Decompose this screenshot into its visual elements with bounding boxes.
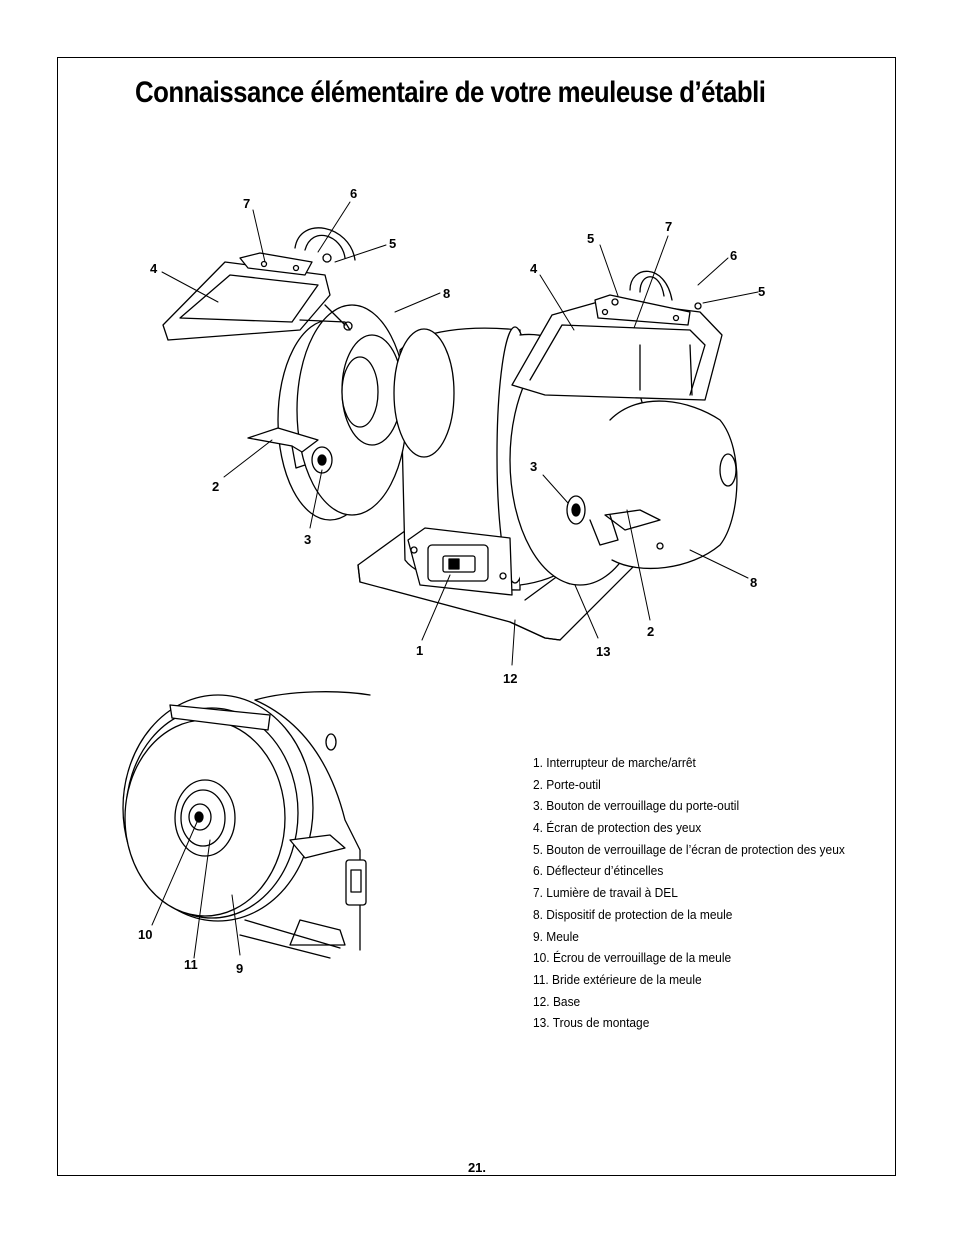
legend-item: 13. Trous de montage bbox=[533, 1015, 650, 1031]
callout-label: 7 bbox=[665, 219, 672, 234]
detail-leader-lines bbox=[151, 821, 241, 959]
legend-item: 7. Lumière de travail à DEL bbox=[533, 885, 678, 901]
legend-item: 9. Meule bbox=[533, 928, 579, 944]
legend-item: 2. Porte-outil bbox=[533, 776, 601, 792]
callout-label: 4 bbox=[150, 261, 158, 276]
callout-label: 4 bbox=[530, 261, 538, 276]
main-leader-lines bbox=[161, 201, 759, 666]
parts-legend: 1. Interrupteur de marche/arrêt 2. Porte… bbox=[533, 754, 872, 1036]
grinder-drawing bbox=[162, 227, 738, 641]
legend-item: 5. Bouton de verrouillage de l’écran de … bbox=[533, 841, 845, 857]
callout-label: 6 bbox=[730, 248, 737, 263]
legend-item: 11. Bride extérieure de la meule bbox=[533, 971, 702, 987]
legend-item: 1. Interrupteur de marche/arrêt bbox=[533, 755, 696, 770]
callout-label: 8 bbox=[443, 286, 450, 301]
legend-item: 4. Écran de protection des yeux bbox=[533, 820, 702, 836]
wheel-detail-drawing bbox=[122, 691, 371, 959]
callout-label: 7 bbox=[243, 196, 250, 211]
callout-label: 12 bbox=[503, 671, 517, 686]
page-title: Connaissance élémentaire de votre meuleu… bbox=[135, 76, 766, 109]
main-callouts: 7 6 5 4 8 2 3 5 7 6 4 5 3 8 2 1 13 12 bbox=[150, 186, 765, 686]
callout-label: 5 bbox=[587, 231, 594, 246]
right-tool-rest bbox=[604, 509, 661, 531]
callout-label: 2 bbox=[647, 624, 654, 639]
page-border bbox=[57, 57, 896, 1176]
legend-item: 8. Dispositif de protection de la meule bbox=[533, 906, 733, 922]
legend-item: 3. Bouton de verrouillage du porte-outil bbox=[533, 798, 740, 814]
callout-label: 5 bbox=[758, 284, 765, 299]
callout-label: 11 bbox=[184, 957, 198, 972]
left-tool-rest bbox=[247, 427, 319, 453]
legend-item: 6. Déflecteur d’étincelles bbox=[533, 863, 664, 879]
callout-label: 3 bbox=[304, 532, 311, 547]
power-switch-icon bbox=[448, 558, 460, 570]
legend-item: 12. Base bbox=[533, 993, 581, 1009]
right-wheel-guard bbox=[609, 400, 738, 569]
detail-callouts: 10 11 9 bbox=[138, 927, 243, 976]
callout-label: 6 bbox=[350, 186, 357, 201]
callout-label: 3 bbox=[530, 459, 537, 474]
callout-label: 5 bbox=[389, 236, 396, 251]
callout-label: 10 bbox=[138, 927, 152, 942]
callout-label: 2 bbox=[212, 479, 219, 494]
callout-label: 8 bbox=[750, 575, 757, 590]
callout-label: 13 bbox=[596, 644, 610, 659]
callout-label: 9 bbox=[236, 961, 243, 976]
page-number: 21. bbox=[467, 1160, 487, 1175]
legend-item: 10. Écrou de verrouillage de la meule bbox=[533, 950, 732, 966]
callout-label: 1 bbox=[416, 643, 423, 658]
